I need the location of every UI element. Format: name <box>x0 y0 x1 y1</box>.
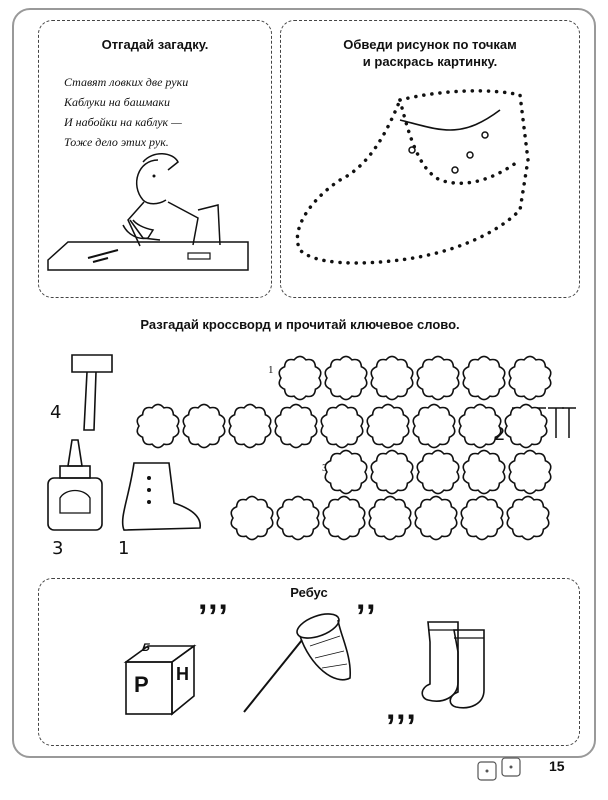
crossword-cell <box>230 495 274 541</box>
hammer-picture <box>71 354 113 431</box>
rebus-panel <box>38 578 580 746</box>
rebus-commas-right: ’’ <box>356 598 378 636</box>
rebus-title: Ребус <box>290 585 328 600</box>
dot-drawing-title-line: Обведи рисунок по точкам <box>343 37 517 52</box>
crossword-cell <box>274 403 318 449</box>
crossword-cell <box>462 355 506 401</box>
socks-picture <box>421 621 485 709</box>
crossword-cell <box>414 495 458 541</box>
dot-drawing-panel <box>280 20 580 298</box>
crossword-cell <box>506 495 550 541</box>
riddle-line: Тоже дело этих рук. <box>64 135 169 149</box>
riddle-panel <box>38 20 272 298</box>
letter-cube <box>123 644 197 716</box>
dot-drawing-title-line: и раскрась картинку. <box>362 54 498 69</box>
crossword-cell <box>182 403 226 449</box>
crossword-cell <box>276 495 320 541</box>
crossword-cell <box>278 355 322 401</box>
riddle-title: Отгадай загадку. <box>101 37 209 52</box>
butterfly-net <box>243 613 351 713</box>
crossword-cell <box>460 495 504 541</box>
dotted-boot-drawing <box>295 89 530 265</box>
crossword-cell <box>228 403 272 449</box>
crossword-cell <box>416 449 460 495</box>
dot-drawing-title: Обведи рисунок по точкам и раскрась карт… <box>280 36 580 70</box>
crossword-cell <box>416 355 460 401</box>
crossword-cell <box>370 449 414 495</box>
crossword-cell <box>324 449 368 495</box>
hammer-number: 4 <box>50 402 62 423</box>
glue-picture <box>47 439 103 531</box>
crossword-cell <box>136 403 180 449</box>
crossword-cell <box>320 403 364 449</box>
riddle-line: И набойки на каблук — <box>64 115 182 129</box>
crossword-cell <box>370 355 414 401</box>
crossword-cell <box>508 449 552 495</box>
crossword-cell <box>366 403 410 449</box>
rebus-commas-bottom: ’’’ <box>386 708 418 746</box>
page-border <box>12 8 596 758</box>
crossword-title: Разгадай кроссворд и прочитай ключевое с… <box>140 317 460 332</box>
cube-letter-side: Н <box>176 664 189 684</box>
crossword-cell <box>462 449 506 495</box>
page-number: 15 <box>549 758 565 774</box>
crossword-cell <box>504 403 548 449</box>
crossword-cell <box>368 495 412 541</box>
riddle-line: Каблуки на башмаки <box>64 95 171 109</box>
riddle-line: Ставят ловких две руки <box>64 75 189 89</box>
crossword-cell <box>324 355 368 401</box>
crossword-cell <box>458 403 502 449</box>
row-number: 1 <box>268 364 274 376</box>
riddle-poem: Ставят ловких две руки Каблуки на башмак… <box>64 72 188 152</box>
cube-letter-front: Р <box>134 672 149 697</box>
crossword-cell <box>412 403 456 449</box>
dice-decoration <box>477 757 521 781</box>
crossword-cell <box>508 355 552 401</box>
boot-picture <box>121 462 201 531</box>
boot-number: 1 <box>118 538 130 559</box>
crossword-cell <box>322 495 366 541</box>
glue-number: 3 <box>52 538 64 559</box>
shoemaker-illustration <box>47 153 249 271</box>
rebus-commas-left: ’’’ <box>198 598 230 636</box>
